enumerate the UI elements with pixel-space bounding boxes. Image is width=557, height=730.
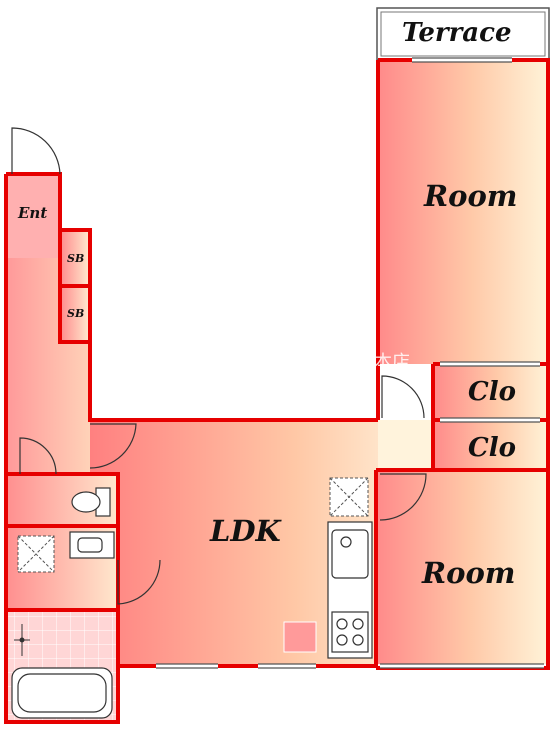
- entrance-area: [8, 176, 60, 258]
- corridor-door: [19, 437, 57, 475]
- label-clo-2: Clo: [468, 433, 516, 463]
- label-ent: Ent: [18, 204, 48, 222]
- windows: [156, 57, 544, 669]
- label-room-bottom: Room: [422, 556, 516, 590]
- closet-1-area: [433, 366, 548, 418]
- ldk-door: [89, 423, 137, 469]
- label-sb-1: SB: [67, 252, 85, 265]
- walls: [4, 58, 550, 724]
- washroom-door: [117, 559, 161, 605]
- stove: [331, 611, 369, 653]
- doors: [11, 127, 427, 605]
- label-clo-1: Clo: [468, 377, 516, 407]
- refrigerator-space: [283, 621, 317, 653]
- shower: [14, 624, 30, 656]
- watermark-text: 本店: [374, 352, 410, 373]
- washbasin: [69, 531, 115, 559]
- terrace-inner: [380, 11, 546, 57]
- label-sb-2: SB: [67, 307, 85, 320]
- label-room-top: Room: [424, 179, 518, 213]
- bathtub: [11, 667, 113, 719]
- ventilation-fan-2: [329, 477, 369, 517]
- room-bottom-door: [379, 473, 427, 521]
- shoe-box-1: [62, 232, 88, 284]
- ventilation-fan-1: [17, 535, 55, 573]
- room-bottom-area: [376, 472, 548, 664]
- label-terrace: Terrace: [402, 18, 512, 48]
- terrace-area: [376, 7, 550, 61]
- room-top-area: [378, 60, 548, 364]
- kitchen-counter: [327, 521, 373, 659]
- sink: [331, 529, 369, 579]
- ldk-upper-strip: [378, 420, 433, 472]
- closet-2-area: [433, 422, 548, 470]
- label-ldk: LDK: [210, 514, 281, 548]
- toilet-fixture: [71, 487, 111, 517]
- entrance-door: [11, 127, 61, 175]
- shoe-box-2: [62, 288, 88, 340]
- room-top-door: [381, 375, 425, 419]
